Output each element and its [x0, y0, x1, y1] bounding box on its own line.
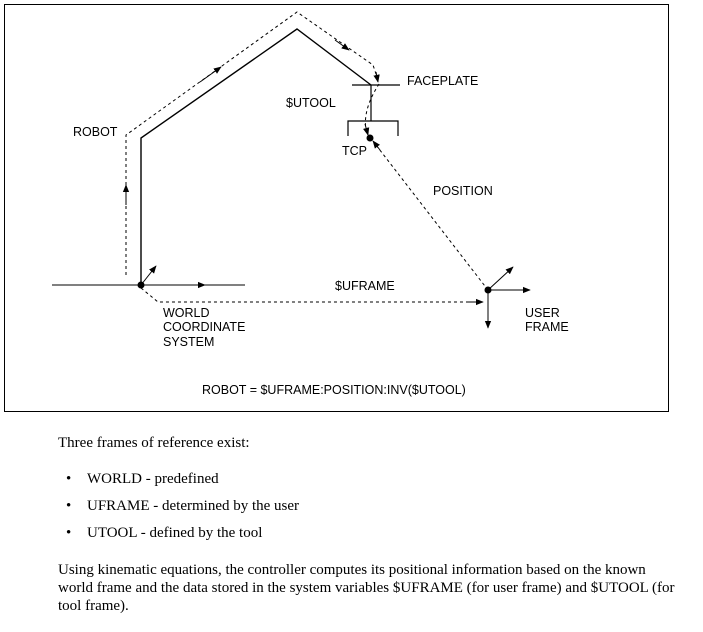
position-arrow — [372, 140, 381, 151]
world-label-line1: WORLD — [163, 306, 210, 320]
list-item: • UTOOL - defined by the tool — [66, 524, 299, 551]
robot-path-end-arrow — [373, 71, 380, 83]
tool-bracket — [347, 120, 399, 136]
list-item-text: WORLD - predefined — [87, 471, 219, 487]
list-item: • WORLD - predefined — [66, 470, 299, 497]
world-label-line2: COORDINATE — [163, 320, 245, 334]
list-item-text: UFRAME - determined by the user — [87, 498, 300, 514]
tcp-dot — [366, 134, 374, 142]
tcp-label: TCP — [342, 144, 367, 158]
frames-list: • WORLD - predefined • UFRAME - determined… — [66, 470, 299, 551]
robot-path-down-arrow — [334, 39, 350, 51]
bullet-icon: • — [66, 525, 72, 541]
position-label: POSITION — [433, 184, 493, 198]
list-item: • UFRAME - determined by the user — [66, 497, 299, 524]
utool-arrow — [363, 123, 370, 136]
uframe-path-dashed — [140, 287, 482, 303]
user-frame-label-line1: USER — [525, 306, 560, 320]
robot-label: ROBOT — [73, 125, 118, 139]
robot-arm-solid — [140, 28, 372, 285]
faceplate-label: FACEPLATE — [407, 74, 478, 88]
uframe-label: $UFRAME — [335, 279, 395, 293]
world-label-line3: SYSTEM — [163, 335, 214, 349]
user-frame-label-line2: FRAME — [525, 320, 569, 334]
list-item-text: UTOOL - defined by the tool — [87, 525, 263, 541]
explanation-paragraph: Using kinematic equations, the controlle… — [58, 562, 675, 614]
robot-path-diag-arrow — [199, 66, 222, 83]
robot-path-dashed — [125, 11, 379, 275]
position-path-dashed — [375, 144, 489, 291]
utool-label: $UTOOL — [286, 96, 336, 110]
diagram-border — [4, 4, 669, 412]
user-frame-origin-dot — [484, 286, 492, 294]
intro-text: Three frames of reference exist: — [58, 435, 250, 451]
frames-of-reference-diagram: ROBOT $UTOOL FACEPLATE TCP POSITION $UFR… — [4, 4, 669, 412]
bullet-icon: • — [66, 471, 72, 487]
utool-path-dashed — [364, 83, 380, 131]
user-frame-z-arrow — [487, 266, 514, 291]
bullet-icon: • — [66, 498, 72, 514]
world-tilt-axis-arrow — [140, 265, 157, 286]
equation-label: ROBOT = $UFRAME:POSITION:INV($UTOOL) — [202, 383, 466, 397]
